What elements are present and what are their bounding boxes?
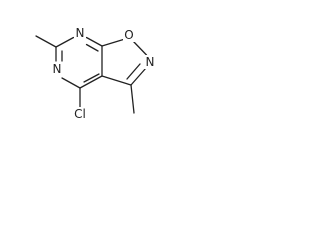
bond-n-c6 <box>55 36 75 48</box>
atom-labels: N O N N Cl <box>51 26 156 121</box>
bond-c7a-n-double <box>85 43 99 52</box>
bond-c3-c3a <box>101 75 132 86</box>
bond-c4-c3a-double <box>83 73 100 83</box>
atom-n-bottom: N <box>53 62 62 76</box>
bond-c4-c3a <box>79 75 103 89</box>
bond-c3-methyl <box>130 84 135 114</box>
atom-n-isoxazole: N <box>146 55 155 69</box>
bond-c7a-o <box>101 38 126 47</box>
chemical-structure-diagram: N O N N Cl <box>35 26 156 121</box>
bond-n-c3 <box>130 67 147 86</box>
bonds <box>35 35 148 114</box>
atom-n-top: N <box>76 26 85 40</box>
bond-n-c4 <box>61 77 81 89</box>
bond-c6-methyl <box>35 35 57 48</box>
bond-o-n <box>132 40 148 56</box>
atom-o: O <box>124 28 133 42</box>
atom-cl: Cl <box>74 107 86 121</box>
bond-c7a-n <box>85 36 103 47</box>
bond-n-c3-double <box>126 63 141 80</box>
